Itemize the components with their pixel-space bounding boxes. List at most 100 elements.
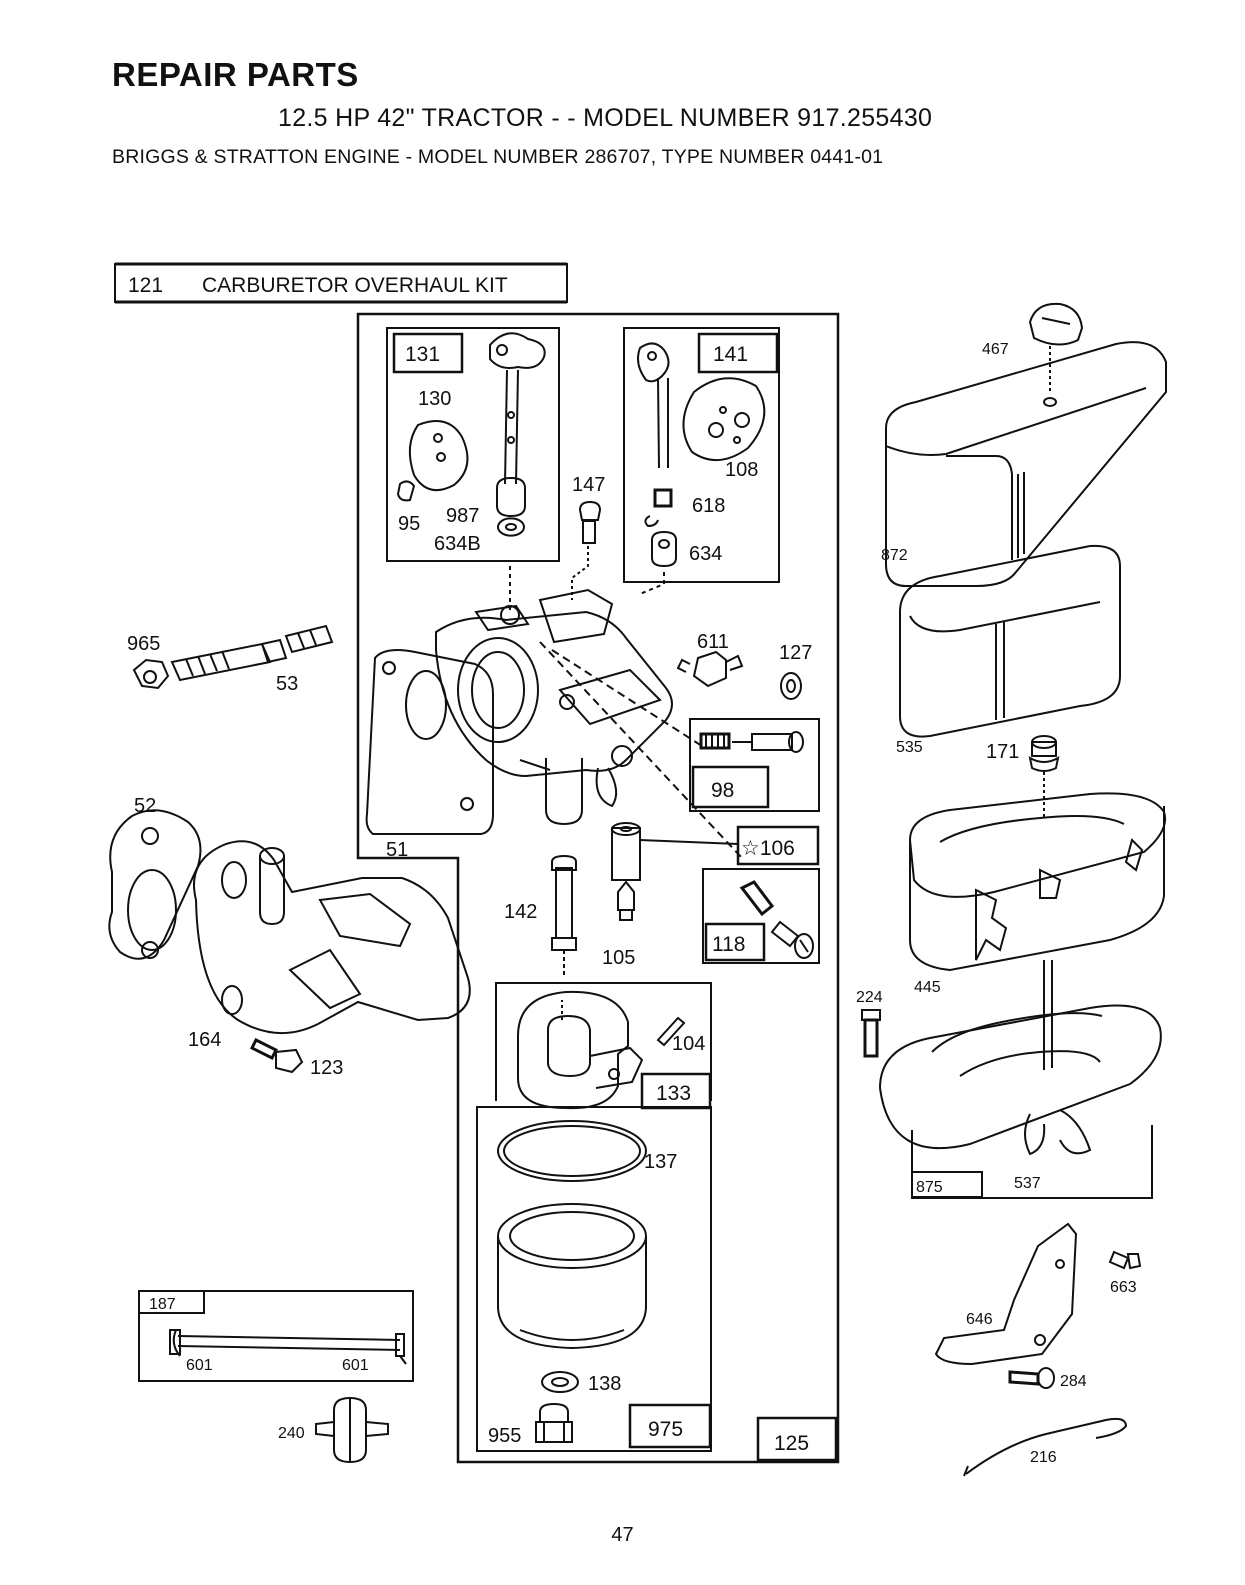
callout-147: 147 (572, 474, 605, 496)
callout-875: 875 (916, 1179, 943, 1196)
throttle-kit-box (386, 327, 560, 562)
cover-knob-icon (1028, 302, 1084, 407)
wing-nut-icon (1028, 735, 1060, 818)
callout-216: 216 (1030, 1449, 1057, 1466)
fuel-filter-icon (315, 1396, 389, 1464)
callout-118: 118 (712, 933, 745, 956)
carburetor-stud-icon (170, 624, 334, 682)
choke-kit-box (623, 327, 780, 583)
page-title: REPAIR PARTS (112, 56, 359, 93)
callout-104: 104 (672, 1033, 705, 1055)
mixture-screw-box (702, 868, 820, 964)
throttle-screw-icon (396, 480, 416, 502)
callout-601-left: 601 (186, 1357, 213, 1374)
carburetor-body-icon (365, 588, 673, 835)
bowl-washer-icon (541, 1371, 579, 1393)
callout-224: 224 (856, 989, 883, 1006)
callout-142: 142 (504, 901, 537, 923)
callout-240: 240 (278, 1425, 305, 1442)
fuel-elbow-fitting-icon (676, 650, 744, 688)
bracket-screw-icon (861, 1009, 881, 1058)
kit-number: 121 (128, 274, 163, 297)
float-pin-icon (656, 1016, 686, 1047)
pre-cleaner-icon (899, 544, 1121, 738)
callout-445: 445 (914, 979, 941, 996)
callout-106: ☆106 (741, 837, 795, 860)
jet-kit-box (736, 825, 820, 866)
air-filter-base-icon (878, 960, 1162, 1156)
callout-105: 105 (602, 947, 635, 969)
callout-138: 138 (588, 1373, 621, 1395)
hex-nut-icon (132, 658, 170, 690)
carburetor-kit-frame (356, 312, 840, 1464)
fuel-line-box (138, 1290, 414, 1382)
float-bowl-icon (497, 1203, 647, 1350)
callout-634b: 634B (434, 533, 481, 555)
carburetor-assembly-label-box (756, 1416, 838, 1462)
choke-spring-icon (644, 488, 673, 528)
engine-model-line: BRIGGS & STRATTON ENGINE - MODEL NUMBER … (112, 146, 884, 168)
emulsion-tube-icon (551, 854, 577, 978)
callout-535: 535 (896, 739, 923, 756)
callout-133: 133 (656, 1082, 691, 1105)
callout-98: 98 (711, 779, 734, 802)
callout-137: 137 (644, 1151, 677, 1173)
choke-shaft-icon (637, 342, 670, 469)
float-needle-icon (617, 880, 635, 921)
callout-95: 95 (398, 513, 420, 535)
callout-634: 634 (689, 543, 722, 565)
bowl-gasket-icon (497, 1120, 647, 1182)
callout-467: 467 (982, 341, 1009, 358)
bracket-bolt-icon (1108, 1250, 1142, 1270)
callout-618: 618 (692, 495, 725, 517)
callout-872: 872 (881, 547, 908, 564)
callout-601-right: 601 (342, 1357, 369, 1374)
idle-speed-screw-icon (699, 731, 804, 753)
bracket-mount-screw-icon (1008, 1367, 1055, 1389)
throttle-plate-icon (408, 420, 469, 492)
bowl-nut-icon (535, 1402, 573, 1443)
model-subtitle: 12.5 HP 42" TRACTOR - - MODEL NUMBER 917… (278, 104, 933, 132)
callout-53: 53 (276, 673, 298, 695)
gasket-icon (108, 809, 202, 960)
callout-187: 187 (149, 1296, 176, 1313)
callout-965: 965 (127, 633, 160, 655)
mixture-screw-icon (739, 880, 814, 959)
callout-164: 164 (188, 1029, 221, 1051)
float-icon (517, 990, 644, 1110)
float-kit-box (495, 982, 712, 1101)
callout-125: 125 (774, 1432, 809, 1455)
intake-elbow-icon (193, 840, 471, 1034)
idle-screw-box (689, 718, 820, 812)
callout-646: 646 (966, 1311, 993, 1328)
callout-955: 955 (488, 1425, 521, 1447)
washer-icon (780, 672, 802, 700)
fuel-line-icon (169, 1329, 407, 1365)
air-filter-cover-icon (885, 341, 1167, 587)
page-number: 47 (611, 1524, 634, 1546)
callout-52: 52 (134, 795, 156, 817)
callout-51: 51 (386, 839, 408, 861)
callout-141: 141 (713, 343, 748, 366)
callout-284: 284 (1060, 1373, 1087, 1390)
callout-127: 127 (779, 642, 812, 664)
callout-663: 663 (1110, 1279, 1137, 1296)
callout-131: 131 (405, 343, 440, 366)
choke-seal-icon (651, 530, 677, 568)
callout-537: 537 (1014, 1175, 1041, 1192)
air-filter-bracket-icon (934, 1222, 1078, 1366)
callout-611: 611 (697, 631, 729, 653)
callout-108: 108 (725, 459, 758, 481)
air-filter-icon (908, 792, 1166, 972)
retainer-clip-icon (963, 1417, 1128, 1477)
callout-975: 975 (648, 1418, 683, 1441)
callout-130: 130 (418, 388, 451, 410)
hex-screw-icon (249, 1037, 304, 1074)
callout-987: 987 (446, 505, 479, 527)
callout-171: 171 (986, 741, 1019, 763)
main-jet-icon (611, 822, 641, 881)
choke-plate-icon (682, 377, 766, 462)
float-bowl-kit-box (476, 1106, 712, 1452)
